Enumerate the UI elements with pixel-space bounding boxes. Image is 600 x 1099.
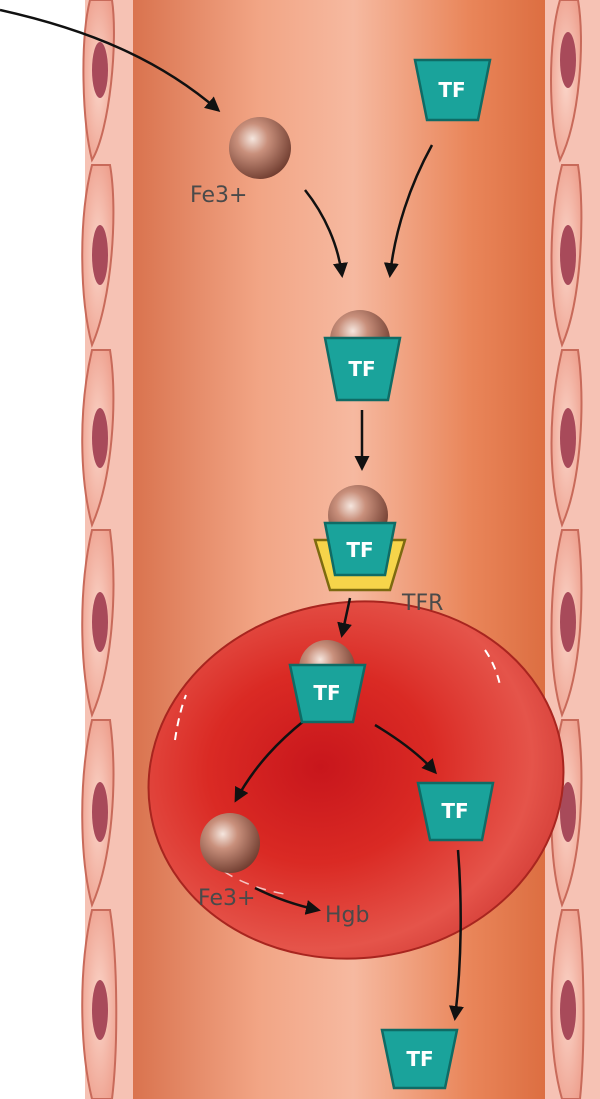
tf-label: TF: [348, 357, 375, 381]
transferrin-released: TF: [418, 783, 493, 840]
fe-label-top: Fe3+: [190, 183, 247, 208]
transferrin-top: TF: [415, 60, 490, 120]
vessel-wall-left: [82, 0, 133, 1099]
hgb-label: Hgb: [325, 903, 369, 928]
tfr-label: TFR: [401, 591, 443, 616]
tf-label: TF: [438, 78, 465, 102]
tf-label: TF: [313, 681, 340, 705]
vessel-wall-right: [545, 0, 600, 1099]
fe-label-bottom: Fe3+: [198, 886, 255, 911]
tf-label: TF: [346, 538, 373, 562]
tf-label: TF: [406, 1047, 433, 1071]
tf-label: TF: [441, 799, 468, 823]
transferrin-bottom: TF: [382, 1030, 457, 1088]
